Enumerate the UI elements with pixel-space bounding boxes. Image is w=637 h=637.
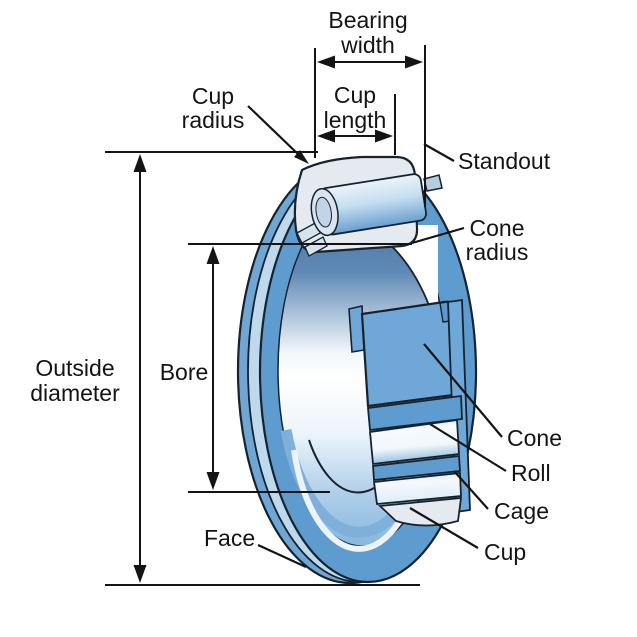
cage-bar-upper <box>367 394 463 432</box>
cone-radius-label-line2: radius <box>466 239 529 265</box>
bearing-width-arrowhead-left <box>317 55 335 69</box>
cone-label: Cone <box>507 425 562 451</box>
cup-leader <box>409 507 479 549</box>
standout-leader <box>423 143 455 162</box>
cone-leader <box>423 343 503 438</box>
cup-length-label-line1: Cup <box>334 82 376 108</box>
roll-label: Roll <box>511 460 551 486</box>
bore-arrowhead-up <box>206 246 220 264</box>
bore-arrowhead-down <box>206 472 220 490</box>
outside-diameter-label-line2: diameter <box>30 380 120 406</box>
cup-cross-section-lower <box>377 496 463 527</box>
dimension-lines <box>105 45 426 586</box>
cup-length-arrowhead-left <box>317 129 335 143</box>
right-cutaway-section <box>348 298 471 527</box>
cage-tab <box>423 174 443 192</box>
cutaway-gap <box>364 225 438 308</box>
cup-radius-leader <box>247 105 301 157</box>
labels: Bearing width Cup length Cup radius Stan… <box>30 7 562 565</box>
cage-bar-lower <box>372 454 461 481</box>
cup-length-label-line2: length <box>324 107 387 133</box>
leader-lines <box>247 105 507 568</box>
face-leader <box>257 544 307 568</box>
top-cutaway-section <box>293 155 443 257</box>
bore-label: Bore <box>160 359 209 385</box>
outside-diameter-arrowhead-down <box>133 565 147 583</box>
bearing-illustration <box>236 155 478 585</box>
roll-leader <box>429 423 507 472</box>
cone-radius-leader <box>411 226 465 245</box>
top-roller <box>310 173 428 237</box>
outside-diameter-arrowhead-up <box>133 154 147 172</box>
outside-diameter-label-line1: Outside <box>35 355 114 381</box>
bearing-width-arrowhead-right <box>405 55 423 69</box>
cup-label: Cup <box>484 539 526 565</box>
roller-cross-section <box>369 418 460 466</box>
cup-radius-label-line2: radius <box>182 107 245 133</box>
cage-finger-front-2 <box>304 236 328 257</box>
top-roller-end-cap-inner <box>315 196 332 228</box>
cage-leader <box>453 470 489 510</box>
standout-label: Standout <box>458 148 551 174</box>
bearing-width-label-line2: width <box>340 32 395 58</box>
face-label: Face <box>204 525 255 551</box>
cone-rib-tab <box>348 305 365 353</box>
cup-radius-label-line1: Cup <box>192 83 234 109</box>
cup-length-arrowhead-right <box>375 129 393 143</box>
cone-radius-label-line1: Cone <box>470 215 525 241</box>
roller-cross-section-2 <box>372 472 462 505</box>
bearing-width-label-line1: Bearing <box>328 7 407 33</box>
cup-radius-leader-arrowhead <box>294 150 309 164</box>
cage-label: Cage <box>494 498 549 524</box>
